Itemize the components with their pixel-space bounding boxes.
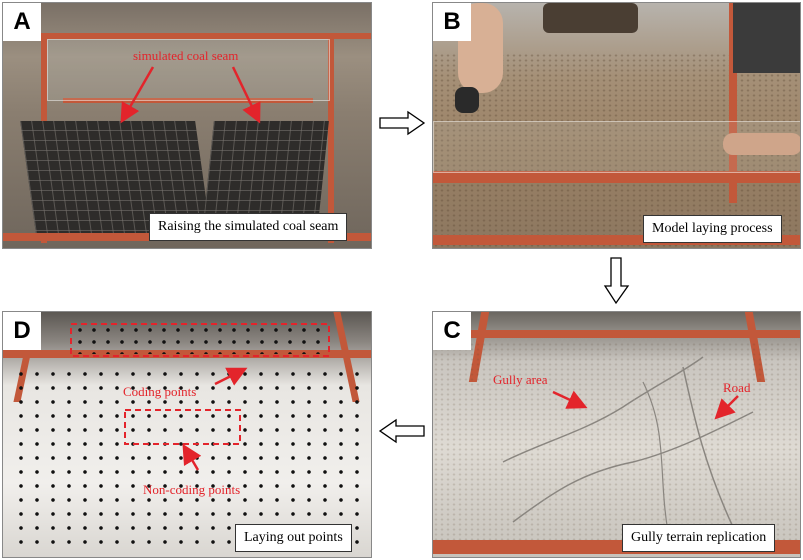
worker-body: [733, 3, 800, 73]
frame-beam: [3, 350, 371, 358]
frame-beam: [63, 98, 313, 103]
worker-body: [543, 3, 638, 33]
panel-b-label: B: [433, 3, 471, 41]
coding-points-annotation: Coding points: [123, 384, 197, 399]
annotation-overlay: [70, 323, 330, 471]
road-annotation: Road: [723, 380, 751, 395]
glass-panel: [47, 39, 330, 101]
panel-a-caption: Raising the simulated coal seam: [149, 213, 348, 241]
panel-b-caption: Model laying process: [643, 215, 782, 243]
worker-glove: [455, 87, 479, 113]
arrow-to-road: [714, 395, 739, 420]
frame-post: [328, 33, 334, 243]
panel-a-photo: A simulated coal seam Raising the simula…: [2, 2, 372, 249]
panel-c-photo: C Gully area Road Gully terrain replicat…: [432, 311, 801, 558]
frame-beam: [433, 171, 800, 183]
arrow-to-right-seam: [231, 66, 261, 124]
frame-beam: [3, 33, 371, 39]
terrain-surface: [433, 342, 800, 540]
panel-d-photo: D Coding points Non-coding points Laying…: [2, 311, 372, 558]
frame-beam: [433, 235, 800, 245]
annotation-arrows: [552, 390, 739, 420]
coding-points-box: [70, 323, 330, 357]
coal-seam-annotation: simulated coal seam: [133, 48, 239, 63]
arrow-to-gully: [552, 390, 588, 409]
annotation-arrows: [120, 66, 261, 124]
non-coding-points-annotation: Non-coding points: [143, 482, 241, 497]
frame-beam: [433, 330, 800, 338]
panel-d-caption: Laying out points: [235, 524, 352, 552]
non-coding-points-box: [124, 409, 241, 445]
panel-a-label: A: [3, 3, 41, 41]
arrow-to-non-coding: [182, 443, 202, 471]
panel-d-label: D: [3, 312, 41, 350]
terrain-lines: [502, 356, 754, 533]
panel-c-caption: Gully terrain replication: [622, 524, 776, 552]
arrow-to-left-seam: [120, 66, 155, 124]
frame-post: [729, 3, 737, 203]
arrow-c-to-d-icon: [378, 418, 425, 444]
arrow-b-to-c-icon: [603, 257, 630, 305]
arrow-to-coding: [214, 367, 248, 386]
gully-area-annotation: Gully area: [493, 372, 548, 387]
arrow-a-to-b-icon: [379, 110, 426, 136]
coding-points-row: [73, 324, 328, 354]
panel-c-label: C: [433, 312, 471, 350]
panel-b-photo: B Model laying process: [432, 2, 801, 249]
worker-arm: [723, 133, 800, 155]
